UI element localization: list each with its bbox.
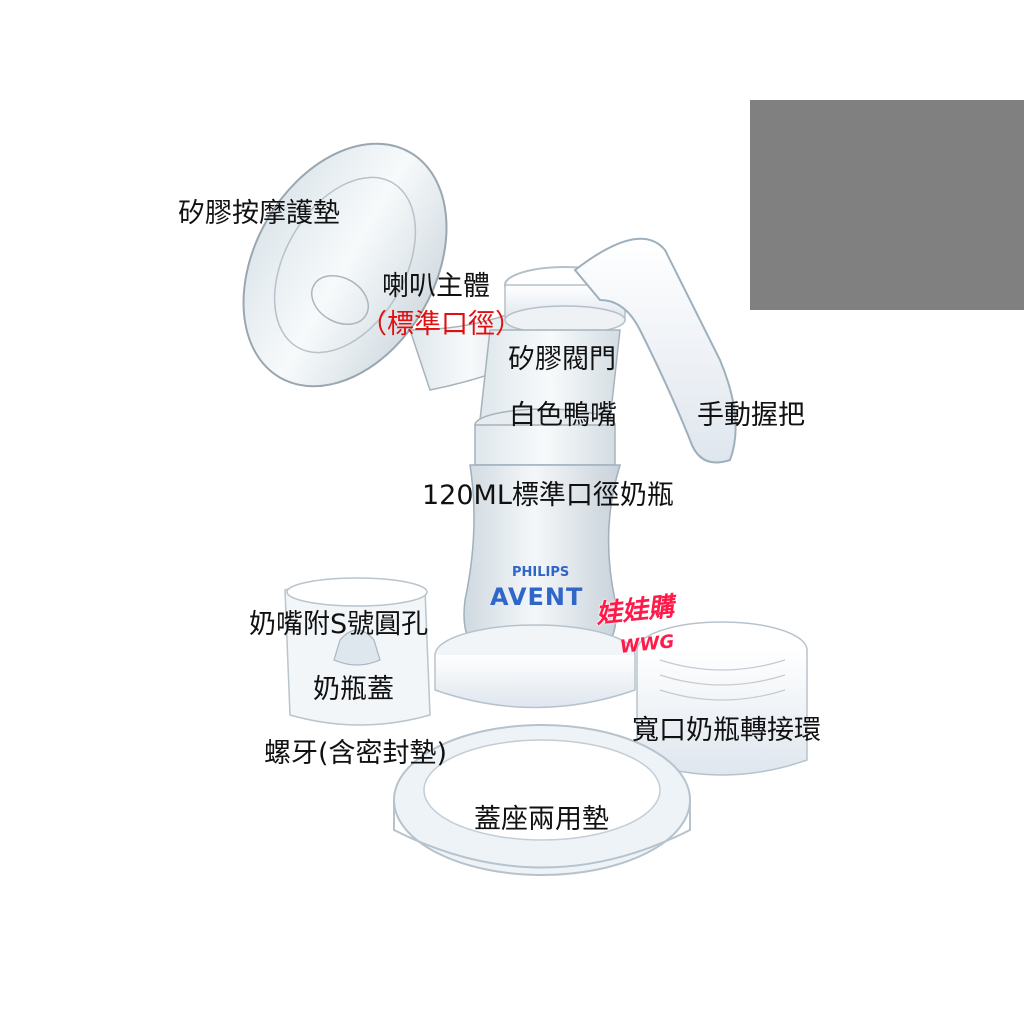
label-silicone-valve: 矽膠閥門 [508, 344, 616, 375]
gray-placeholder-box [750, 100, 1024, 310]
label-bottle-cap: 奶瓶蓋 [313, 674, 394, 705]
watermark-text: 娃娃購 [594, 592, 676, 630]
label-bottle-120ml: 120ML標準口徑奶瓶 [422, 480, 674, 511]
label-manual-handle: 手動握把 [697, 400, 805, 431]
manual-handle-shape [573, 237, 737, 464]
wide-neck-adapter-shape [636, 621, 808, 776]
label-horn-body-note: （標準口徑） [360, 309, 522, 340]
label-nipple-s-hole: 奶嘴附S號圓孔 [249, 609, 429, 640]
label-wide-neck-adapter: 寬口奶瓶轉接環 [632, 715, 821, 746]
label-dual-use-base: 蓋座兩用墊 [474, 804, 609, 835]
label-horn-body: 喇叭主體 [382, 271, 490, 302]
bottle-brand-avent: AVENT [490, 583, 584, 611]
label-screw-ring: 螺牙(含密封墊) [264, 738, 448, 769]
bottle-brand-philips: PHILIPS [512, 565, 570, 580]
label-silicone-massage-pad: 矽膠按摩護墊 [178, 198, 340, 229]
label-white-duckbill: 白色鴨嘴 [509, 400, 617, 431]
bottle-cap-shape [284, 577, 431, 726]
dual-use-base-ring-shape [393, 724, 691, 876]
silicone-massage-cushion-shape [242, 142, 448, 388]
